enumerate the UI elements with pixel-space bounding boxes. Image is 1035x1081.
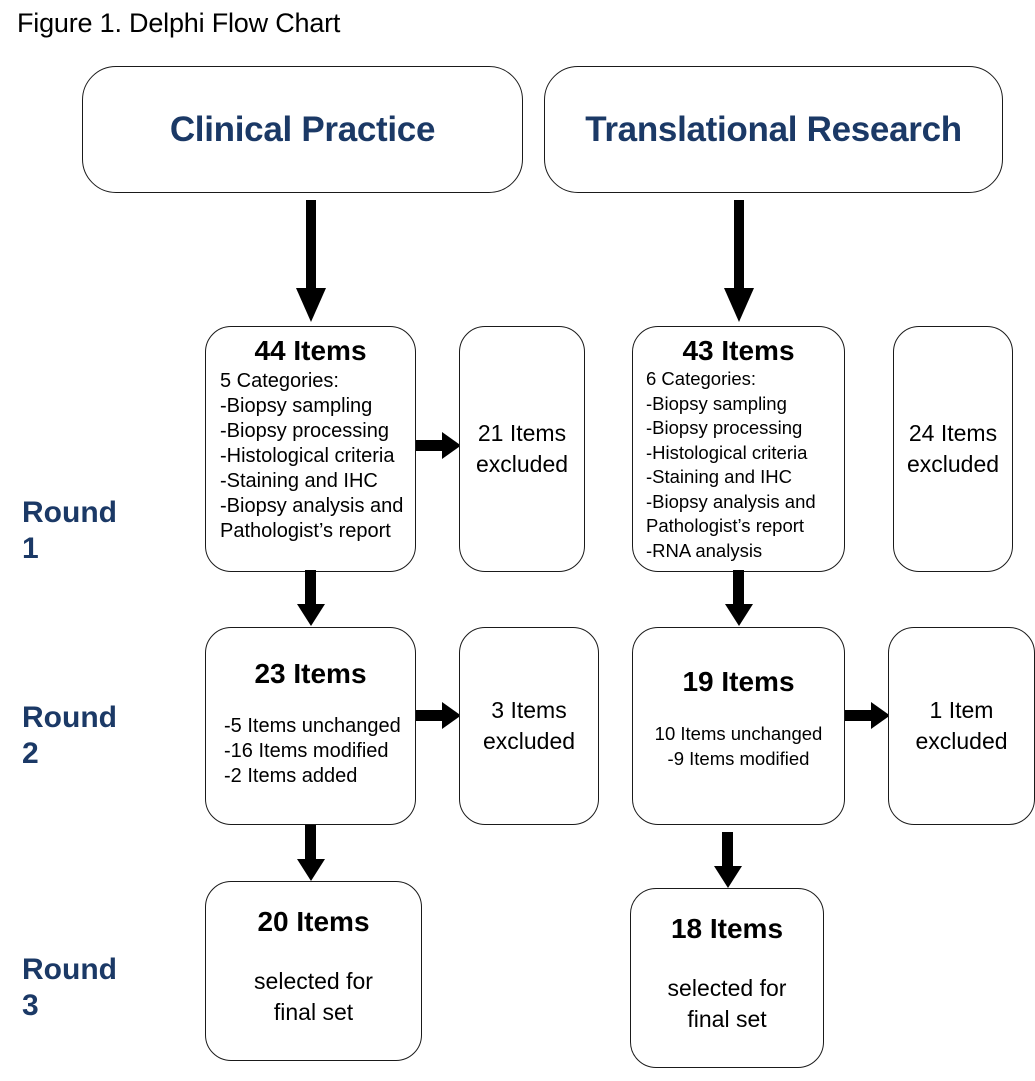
round-label-2: Round 2: [22, 701, 117, 770]
arrow-translational-round1-to-round2: [722, 570, 756, 628]
round1-excluded-text-clinical: 21 Items excluded: [475, 420, 569, 477]
header-title-clinical-practice: Clinical Practice: [169, 109, 436, 149]
round1-count-translational: 43 Items: [682, 335, 795, 366]
round3-note-translational: selected for final set: [667, 975, 787, 1032]
round3-count-clinical: 20 Items: [257, 906, 370, 937]
arrow-translational-round2-to-round3: [711, 832, 745, 890]
arrow-clinical-round1-to-round2: [294, 570, 328, 628]
round2-excluded-box-translational[interactable]: 1 Item excluded: [888, 627, 1035, 825]
round2-details-clinical: -5 Items unchanged -16 Items modified -2…: [224, 715, 401, 787]
round1-box-clinical[interactable]: 44 Items 5 Categories: -Biopsy sampling …: [205, 326, 416, 572]
round3-count-translational: 18 Items: [670, 913, 784, 944]
round3-note-clinical: selected for final set: [254, 968, 373, 1025]
figure-title: Figure 1. Delphi Flow Chart: [17, 8, 341, 38]
round1-categories-heading-clinical: 5 Categories:: [220, 370, 339, 392]
header-title-translational-research: Translational Research: [585, 109, 962, 149]
header-box-clinical-practice[interactable]: Clinical Practice: [82, 66, 523, 193]
round2-excluded-box-clinical[interactable]: 3 Items excluded: [459, 627, 599, 825]
round1-categories-list-clinical: -Biopsy sampling -Biopsy processing -His…: [220, 395, 404, 542]
round1-categories-list-translational: -Biopsy sampling -Biopsy processing -His…: [646, 392, 816, 561]
round2-details-translational: 10 Items unchanged -9 Items modified: [654, 723, 823, 769]
arrow-clinical-round2-to-excluded: [416, 700, 462, 732]
arrow-clinical-header-to-round1: [294, 200, 328, 324]
arrow-clinical-round1-to-excluded: [416, 430, 462, 462]
round1-excluded-box-translational[interactable]: 24 Items excluded: [893, 326, 1013, 572]
round2-box-clinical[interactable]: 23 Items -5 Items unchanged -16 Items mo…: [205, 627, 416, 825]
round1-count-clinical: 44 Items: [254, 335, 367, 366]
round2-count-translational: 19 Items: [682, 666, 795, 697]
round1-excluded-box-clinical[interactable]: 21 Items excluded: [459, 326, 585, 572]
round2-excluded-text-translational: 1 Item excluded: [915, 697, 1008, 754]
arrow-translational-header-to-round1: [722, 200, 756, 324]
round1-excluded-text-translational: 24 Items excluded: [906, 420, 1000, 477]
round2-box-translational[interactable]: 19 Items 10 Items unchanged -9 Items mod…: [632, 627, 845, 825]
arrow-clinical-round2-to-round3: [294, 825, 328, 883]
round1-box-translational[interactable]: 43 Items 6 Categories: -Biopsy sampling …: [632, 326, 845, 572]
round2-excluded-text-clinical: 3 Items excluded: [482, 697, 576, 754]
round3-box-clinical[interactable]: 20 Items selected for final set: [205, 881, 422, 1061]
arrow-translational-round2-to-excluded: [845, 700, 891, 732]
header-box-translational-research[interactable]: Translational Research: [544, 66, 1003, 193]
round2-count-clinical: 23 Items: [254, 658, 367, 689]
round3-box-translational[interactable]: 18 Items selected for final set: [630, 888, 824, 1068]
round-label-1: Round 1: [22, 496, 117, 565]
round-label-3: Round 3: [22, 953, 117, 1022]
round1-categories-heading-translational: 6 Categories:: [646, 368, 757, 389]
